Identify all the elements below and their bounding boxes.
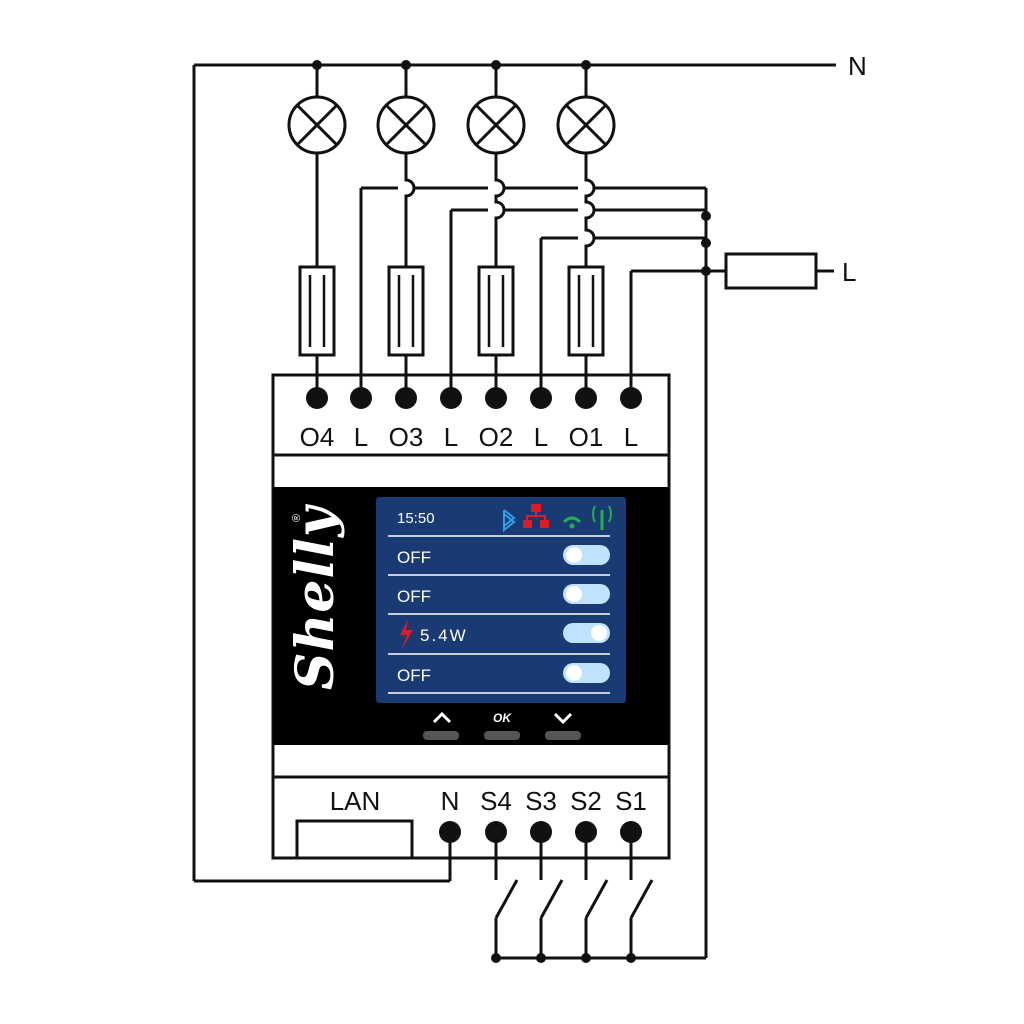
ok-label: OK <box>493 711 512 725</box>
line-label: L <box>842 257 856 287</box>
switch-icon <box>539 832 564 958</box>
lightning-bolt-icon <box>400 619 413 650</box>
wifi-icon <box>562 516 582 529</box>
channel-status: OFF <box>397 666 431 685</box>
main-fuse <box>724 252 818 290</box>
terminal-label: L <box>624 422 638 452</box>
channel-row[interactable]: OFF <box>397 663 610 685</box>
terminal-label: O3 <box>389 422 424 452</box>
ok-button[interactable]: OK <box>484 711 520 740</box>
terminal-label: L <box>354 422 368 452</box>
terminal-label: S4 <box>480 786 512 816</box>
lamp-icon <box>376 95 436 155</box>
output-wiring <box>315 153 596 398</box>
shelly-logo: Shelly ® <box>285 503 346 690</box>
input-switches <box>491 832 706 963</box>
line-wiring <box>359 186 726 958</box>
neutral-wiring <box>192 60 836 883</box>
bluetooth-icon <box>503 509 516 533</box>
lamp-icon <box>466 95 526 155</box>
cellular-antenna-icon <box>592 505 612 530</box>
bottom-terminal-block: LAN N S4 S3 S2 S1 <box>295 786 647 860</box>
switch-icon <box>584 832 609 958</box>
down-button[interactable] <box>545 712 581 740</box>
channel-row[interactable]: 5.4W <box>400 619 610 650</box>
channel-toggle[interactable] <box>563 663 610 683</box>
channel-row[interactable]: OFF <box>397 584 610 606</box>
lan-network-icon <box>523 504 549 528</box>
terminal-label: S2 <box>570 786 602 816</box>
terminal-label: O4 <box>300 422 335 452</box>
registered-mark: ® <box>291 514 303 522</box>
channel-toggle[interactable] <box>563 584 610 604</box>
channel-status: OFF <box>397 587 431 606</box>
channel-toggle[interactable] <box>563 545 610 565</box>
brand-name: Shelly <box>285 503 346 690</box>
clock-time: 15:50 <box>397 510 435 527</box>
lcd-screen: 15:50 OFF <box>376 497 626 703</box>
channel-status: OFF <box>397 548 431 567</box>
down-chevron-icon <box>553 712 573 725</box>
terminal-label: S3 <box>525 786 557 816</box>
top-terminal-block: O4 L O3 L O2 L O1 L <box>300 387 642 452</box>
channel-toggle[interactable] <box>563 623 610 643</box>
screen-background <box>376 497 626 703</box>
switch-icon <box>629 832 654 958</box>
channel-power: 5.4W <box>420 626 468 645</box>
lan-port-label: LAN <box>330 786 381 816</box>
terminal-label: L <box>534 422 548 452</box>
lamp-icon <box>556 95 616 155</box>
output-fuses <box>298 265 605 357</box>
channel-row[interactable]: OFF <box>397 545 610 567</box>
up-chevron-icon <box>432 711 452 724</box>
neutral-label: N <box>848 51 867 81</box>
lan-port <box>295 819 414 860</box>
lamps <box>287 95 616 155</box>
lamp-icon <box>287 95 347 155</box>
switch-icon <box>494 832 519 958</box>
terminal-label: N <box>441 786 460 816</box>
up-button[interactable] <box>423 711 459 740</box>
terminal-label: O1 <box>569 422 604 452</box>
front-buttons: OK <box>423 711 581 740</box>
terminal-label: S1 <box>615 786 647 816</box>
terminal-label: L <box>444 422 458 452</box>
terminal-label: O2 <box>479 422 514 452</box>
